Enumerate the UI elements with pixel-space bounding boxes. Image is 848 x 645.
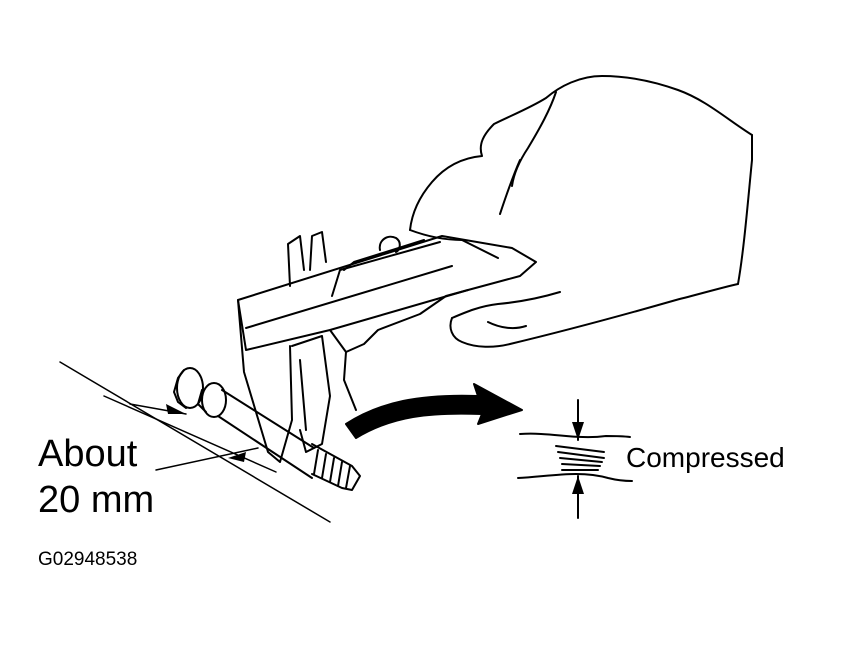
distance-label-line1: About	[38, 433, 138, 475]
compressed-washer	[517, 399, 633, 519]
dimension-arrowheads	[166, 404, 246, 462]
curved-arrow	[345, 383, 523, 439]
vernier-caliper	[237, 231, 537, 463]
bolt	[173, 367, 361, 491]
distance-label-line2: 20 mm	[38, 479, 155, 521]
compression-arrowheads	[572, 422, 584, 494]
compressed-label: Compressed	[626, 442, 785, 473]
figure-id-label: G02948538	[38, 549, 138, 570]
hand-illustration	[409, 75, 753, 348]
